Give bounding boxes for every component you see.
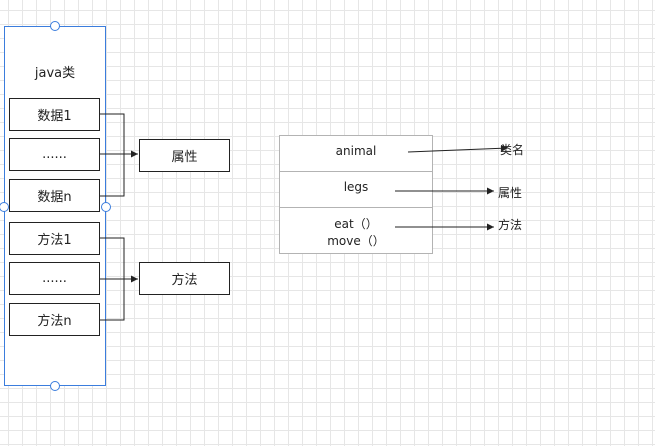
- uml-methods-section[interactable]: eat（） move（）: [280, 208, 432, 254]
- methods-box[interactable]: 方法: [139, 262, 230, 295]
- resize-handle-top[interactable]: [50, 21, 60, 31]
- data-item-ellipsis-label: ......: [42, 147, 67, 162]
- uml-method-2: move（）: [327, 234, 385, 248]
- uml-class-box[interactable]: animal legs eat（） move（）: [279, 135, 433, 254]
- resize-handle-bottom[interactable]: [50, 381, 60, 391]
- properties-box[interactable]: 属性: [139, 139, 230, 172]
- java-class-title: java类: [34, 66, 76, 81]
- method-item-n-label: 方法n: [37, 314, 72, 329]
- uml-method-1: eat（）: [334, 217, 378, 231]
- data-item-1[interactable]: 数据1: [9, 98, 100, 131]
- uml-attribute: legs: [343, 180, 369, 194]
- annotation-properties: 属性: [498, 186, 523, 200]
- uml-class-name-section[interactable]: animal: [280, 136, 432, 172]
- class-name-arrow: [407, 144, 509, 153]
- uml-attributes-section[interactable]: legs: [280, 172, 432, 208]
- method-item-ellipsis[interactable]: ......: [9, 262, 100, 295]
- resize-handle-right[interactable]: [101, 202, 111, 212]
- properties-box-label: 属性: [171, 150, 198, 165]
- method-item-ellipsis-label: ......: [42, 271, 67, 286]
- method-item-n[interactable]: 方法n: [9, 303, 100, 336]
- data-item-ellipsis[interactable]: ......: [9, 138, 100, 171]
- data-item-n[interactable]: 数据n: [9, 179, 100, 212]
- uml-class-name: animal: [335, 144, 377, 158]
- data-item-1-label: 数据1: [37, 109, 72, 124]
- method-item-1[interactable]: 方法1: [9, 222, 100, 255]
- data-item-n-label: 数据n: [37, 190, 72, 205]
- annotation-methods: 方法: [498, 218, 523, 232]
- methods-box-label: 方法: [171, 273, 198, 288]
- method-item-1-label: 方法1: [37, 233, 72, 248]
- data-bracket-connector: [100, 113, 125, 197]
- resize-handle-left[interactable]: [0, 202, 9, 212]
